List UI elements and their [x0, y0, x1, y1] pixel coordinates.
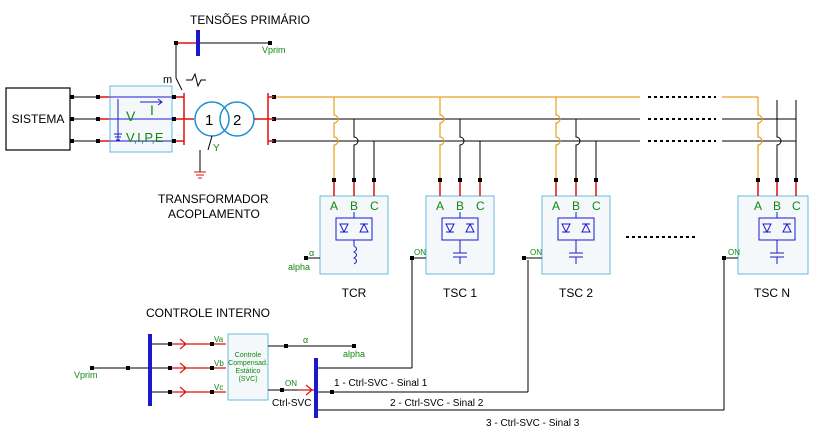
- ground-y-label: Y: [213, 143, 220, 154]
- ctrl-svc-label: Ctrl-SVC: [272, 398, 311, 409]
- tcr-pin-a: A: [330, 199, 338, 213]
- secondary-terminal: [254, 93, 276, 145]
- ctrl-output-on: ON: [285, 379, 297, 388]
- tensoes-primario-label: TENSÕES PRIMÁRIO: [190, 12, 310, 27]
- tscn-label: TSC N: [754, 286, 790, 300]
- svc-block-line-4: (SVC): [238, 376, 257, 383]
- control-outputs: [268, 344, 356, 396]
- coupling-transformer: [194, 101, 255, 179]
- sistema-output-wires: [70, 95, 110, 143]
- tcr-alpha-input: [304, 256, 320, 260]
- tsc1-pin-b: B: [456, 199, 464, 213]
- tscn-on-label: ON: [728, 248, 740, 257]
- meter-vipe-label: V,I,P,E: [126, 130, 164, 145]
- winding-2-label: 2: [233, 112, 241, 129]
- tsc2-pin-b: B: [572, 199, 580, 213]
- tcr-block: [319, 178, 389, 275]
- sistema-label: SISTEMA: [12, 112, 65, 126]
- svc-block-line-3: Estático: [236, 368, 261, 375]
- tsc1-label: TSC 1: [443, 286, 477, 300]
- primary-voltage-bus: [174, 30, 272, 78]
- primary-tap-wiggle: [175, 72, 206, 91]
- tsc1-block: [425, 178, 495, 275]
- tscn-pin-a: A: [754, 199, 762, 213]
- signal-distribution-bus: [314, 260, 725, 418]
- sinal-1-label: 1 - Ctrl-SVC - Sinal 1: [334, 378, 428, 389]
- tsc2-pin-a: A: [552, 199, 560, 213]
- sinal-3-label: 3 - Ctrl-SVC - Sinal 3: [486, 418, 580, 429]
- vprim-bottom-label: Vprim: [74, 370, 98, 380]
- transformador-label-line1: TRANSFORMADOR: [158, 192, 269, 206]
- tcr-label: TCR: [342, 286, 367, 300]
- svc-control-block: [227, 333, 269, 401]
- meter-output-wires: [172, 93, 194, 145]
- phase-buses: [276, 96, 796, 142]
- vprim-top-label: Vprim: [262, 45, 286, 55]
- sistema-block: [5, 87, 71, 151]
- svc-block-line-2: Compensad.: [228, 360, 268, 367]
- alpha-bottom-label: alpha: [343, 349, 365, 359]
- tsc-on-inputs: [410, 256, 738, 260]
- controle-interno-label: CONTROLE INTERNO: [146, 306, 270, 320]
- svc-block-line-1: Controle: [235, 352, 262, 359]
- tsc2-block: [541, 178, 611, 275]
- control-input-bus: [90, 334, 226, 406]
- ctrl-input-vb: Vb: [214, 359, 224, 368]
- tscn-pin-b: B: [773, 199, 781, 213]
- tsc2-on-label: ON: [530, 248, 542, 257]
- sinal-2-label: 2 - Ctrl-SVC - Sinal 2: [390, 398, 484, 409]
- ctrl-input-vc: Vc: [214, 383, 223, 392]
- tscn-block: [737, 178, 809, 275]
- tsc2-label: TSC 2: [559, 286, 593, 300]
- tsc2-pin-c: C: [592, 199, 601, 213]
- tcr-pin-b: B: [350, 199, 358, 213]
- alpha-symbol-output: α: [303, 335, 308, 345]
- meter-v-label: V: [126, 108, 136, 124]
- branch-drops: [333, 97, 797, 180]
- transformador-label-line2: ACOPLAMENTO: [168, 207, 260, 221]
- tcr-pin-c: C: [370, 199, 379, 213]
- tsc1-pin-a: A: [436, 199, 444, 213]
- meter-m-label: m: [163, 74, 172, 86]
- alpha-symbol-label: α: [309, 248, 314, 258]
- winding-1-label: 1: [205, 112, 213, 129]
- tscn-pin-c: C: [792, 199, 801, 213]
- alpha-top-label: alpha: [288, 262, 310, 272]
- tsc1-pin-c: C: [476, 199, 485, 213]
- ctrl-input-va: Va: [214, 335, 224, 344]
- tsc1-on-label: ON: [414, 248, 426, 257]
- meter-i-label: I: [150, 102, 154, 118]
